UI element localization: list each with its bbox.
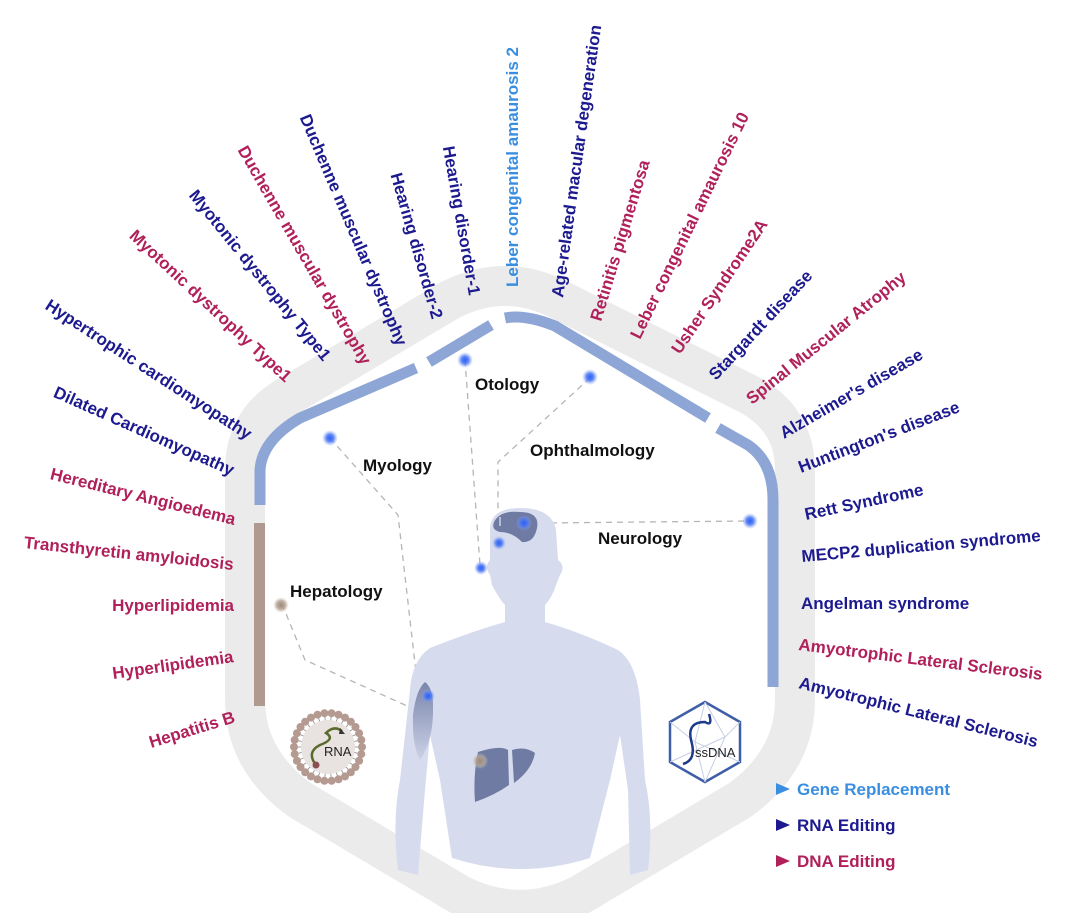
lipid-bead — [290, 735, 299, 744]
lipid-bead — [351, 763, 360, 771]
target-dots — [273, 352, 758, 769]
lipid-bead — [327, 776, 336, 785]
lipid-bead — [320, 709, 329, 718]
region-label-hepatology: Hepatology — [290, 582, 383, 601]
disease-label: Hearing disorder-1 — [439, 145, 484, 297]
disease-label: Transthyretin amyloidosis — [23, 533, 235, 574]
aav-label: ssDNA — [695, 745, 736, 760]
body-silhouette — [395, 508, 651, 875]
dot-brain — [516, 515, 532, 531]
disease-label: Age-related macular degeneration — [548, 24, 605, 299]
lipid-bead — [355, 756, 364, 765]
connector-hepatology — [281, 603, 479, 761]
region-label-neurology: Neurology — [598, 529, 683, 548]
dot-neurology-frame — [742, 513, 758, 529]
lipid-bead — [357, 735, 366, 744]
lipid-bead — [290, 743, 298, 751]
legend-label: Gene Replacement — [797, 780, 950, 799]
dot-muscle — [421, 689, 435, 703]
legend-label: DNA Editing — [797, 852, 896, 871]
disease-label: Leber congenital amaurosis 10 — [627, 109, 753, 342]
disease-label: Rett Syndrome — [803, 480, 925, 524]
lipid-bead — [307, 713, 315, 722]
lnp-rna-vector-icon: RNA — [290, 709, 366, 785]
legend-marker-icon — [776, 783, 790, 795]
lipid-bead — [320, 776, 329, 785]
lipid-bead — [334, 775, 343, 784]
lnp-label: RNA — [324, 744, 352, 759]
lipid-bead — [351, 723, 360, 731]
human-body — [395, 508, 651, 875]
dot-liver — [472, 753, 488, 769]
region-label-otology: Otology — [475, 375, 540, 394]
frame-segment-ophthalmology — [503, 311, 711, 423]
lipid-bead — [296, 723, 305, 731]
lipid-bead — [346, 717, 355, 726]
legend-item: RNA Editing — [776, 816, 896, 835]
dot-ophthalmology-frame — [582, 369, 598, 385]
dot-ear — [474, 561, 488, 575]
frame-blue-segments — [254, 311, 779, 687]
disease-label: Hepatitis B — [147, 708, 237, 752]
lipid-bead — [296, 763, 305, 771]
lipid-bead — [301, 768, 310, 777]
ssdna-strand — [682, 713, 712, 766]
legend-marker-icon — [776, 855, 790, 867]
region-label-myology: Myology — [363, 456, 432, 475]
disease-label: Duchenne muscular dystrophy — [296, 112, 411, 349]
disease-label: Leber congenital amaurosis 2 — [503, 47, 522, 287]
lipid-beads — [290, 709, 366, 785]
lipid-bead — [358, 743, 366, 751]
dot-otology-frame — [457, 352, 473, 368]
frame-segment-myology — [254, 362, 419, 505]
legend-label: RNA Editing — [797, 816, 896, 835]
disease-label: Hyperlipidemia — [112, 596, 234, 615]
lipid-bead — [327, 709, 336, 718]
lipid-bead — [341, 713, 349, 722]
dot-hepatology-frame — [273, 597, 289, 613]
connector-myology — [329, 437, 419, 691]
lipid-bead — [313, 710, 322, 719]
disease-label: Amyotrophic Lateral Sclerosis — [797, 673, 1040, 751]
connector-otology — [464, 359, 481, 566]
rna-strand — [310, 727, 343, 766]
disease-label: Spinal Muscular Atrophy — [743, 267, 911, 408]
connector-neurology — [539, 520, 751, 524]
frame-segment-neurology — [715, 423, 779, 687]
legend-marker-icon — [776, 819, 790, 831]
frame-segment-otology — [426, 320, 494, 367]
dot-myology-frame — [322, 430, 338, 446]
disease-label: MECP2 duplication syndrome — [801, 526, 1042, 566]
disease-label: Amyotrophic Lateral Sclerosis — [798, 635, 1044, 684]
dot-eye — [492, 536, 506, 550]
frame-outer-band — [225, 266, 815, 913]
lipid-bead — [341, 772, 349, 781]
disease-label: Angelman syndrome — [801, 594, 969, 613]
lipid-bead — [334, 710, 343, 719]
lipid-bead — [307, 772, 315, 781]
lipid-bead — [355, 729, 364, 738]
disease-label: Hereditary Angioedema — [48, 464, 238, 529]
legend-item: Gene Replacement — [776, 780, 950, 799]
lipid-bead — [357, 750, 366, 759]
lipid-bead — [301, 717, 310, 726]
lipid-bead — [292, 756, 301, 765]
lipid-bead — [290, 750, 299, 759]
lipid-bead — [346, 768, 355, 777]
liver-icon — [474, 747, 535, 802]
lipid-bead — [313, 775, 322, 784]
legend-item: DNA Editing — [776, 852, 896, 871]
disease-label: Hyperlipidemia — [111, 647, 235, 683]
frame-segment-hepatology — [254, 523, 265, 706]
aav-ssdna-vector-icon: ssDNA — [668, 700, 742, 784]
lipid-bead — [292, 729, 301, 738]
region-label-ophthalmology: Ophthalmology — [530, 441, 655, 460]
